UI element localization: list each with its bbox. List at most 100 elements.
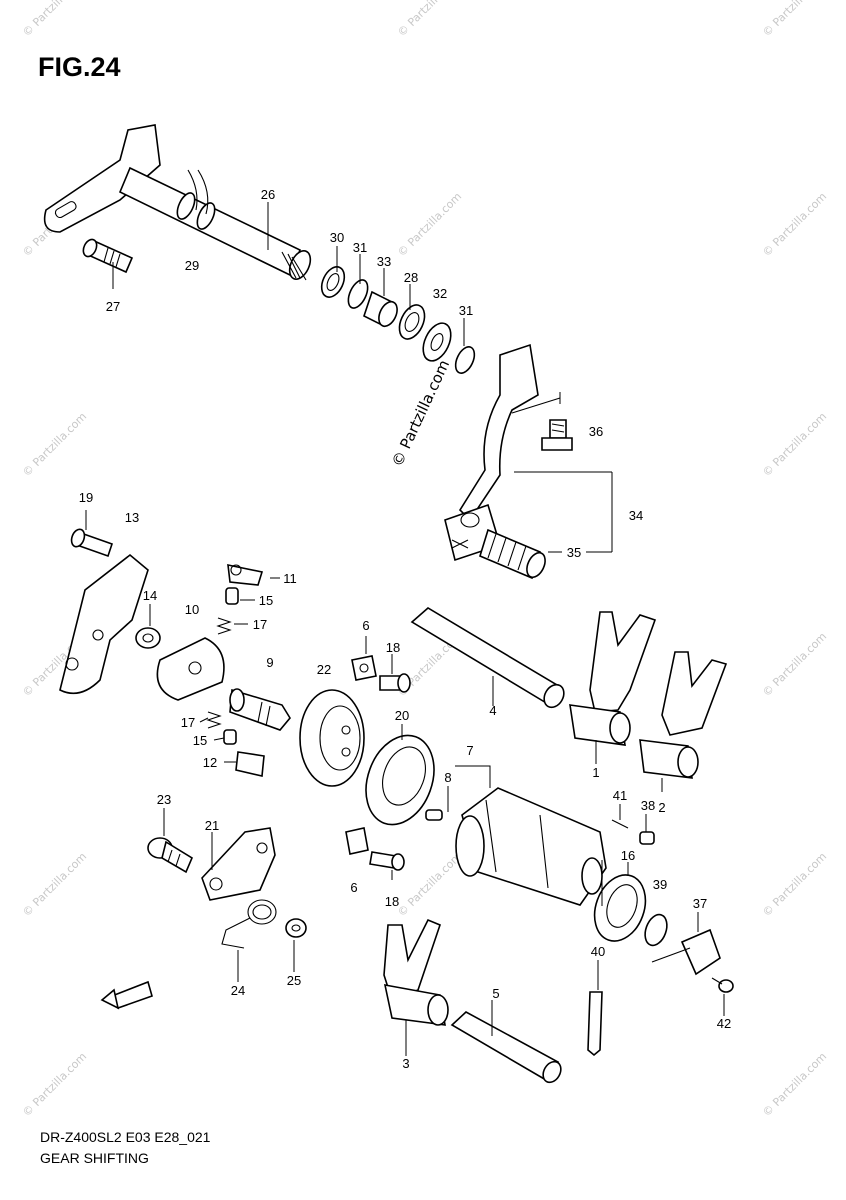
callout-32: 32 — [433, 286, 447, 301]
bracket-37 — [651, 928, 721, 976]
callout-31-upper-a: 31 — [353, 240, 367, 255]
callout-7: 7 — [466, 743, 473, 758]
cam-guide-22 — [229, 688, 291, 731]
callout-41: 41 — [613, 788, 627, 803]
washer-6a — [351, 655, 377, 681]
bolt-42 — [711, 977, 734, 993]
circlip-39 — [644, 913, 668, 947]
bolt-19 — [70, 528, 114, 558]
callout-35: 35 — [567, 545, 581, 560]
callout-9: 9 — [266, 655, 273, 670]
callout-6-upper: 6 — [362, 618, 369, 633]
callout-40: 40 — [591, 944, 605, 959]
callout-17-upper: 17 — [253, 617, 267, 632]
pin-15b — [223, 729, 237, 745]
figure-title: FIG.24 — [38, 52, 121, 82]
callout-14: 14 — [143, 588, 157, 603]
callout-1: 1 — [592, 765, 599, 780]
pin-8 — [425, 809, 443, 821]
shift-fork-shaft-4 — [410, 607, 565, 709]
callout-4: 4 — [489, 703, 496, 718]
callout-13: 13 — [125, 510, 139, 525]
gear-shift-lever — [444, 343, 539, 562]
shaft-return-spring-clip — [187, 169, 209, 215]
callout-33: 33 — [377, 254, 391, 269]
washer-32 — [422, 322, 452, 362]
callout-38: 38 — [641, 798, 655, 813]
callout-17-lower: 17 — [181, 715, 195, 730]
callout-37: 37 — [693, 896, 707, 911]
callout-10: 10 — [185, 602, 199, 617]
leader-lines — [85, 202, 725, 1056]
callout-5: 5 — [492, 986, 499, 1001]
pin-15a — [225, 587, 239, 605]
shift-fork-2 — [639, 651, 728, 779]
callout-15-upper: 15 — [259, 593, 273, 608]
shift-shaft — [118, 166, 312, 281]
callout-39: 39 — [653, 877, 667, 892]
callout-34: 34 — [629, 508, 643, 523]
figure-footer: DR-Z400SL2 E03 E28_021 GEAR SHIFTING — [40, 1127, 210, 1169]
pawl-lifter-9 — [156, 637, 225, 701]
return-spring-24 — [221, 899, 277, 949]
callout-36: 36 — [589, 424, 603, 439]
callout-2: 2 — [658, 800, 665, 815]
callout-24: 24 — [231, 983, 245, 998]
callout-31-upper-b: 31 — [459, 303, 473, 318]
circlip-31a — [347, 279, 369, 309]
callout-labels: 26 29 27 30 31 33 28 32 31 36 34 35 19 1… — [79, 187, 731, 1071]
bolt-23 — [147, 837, 194, 874]
callout-28: 28 — [404, 270, 418, 285]
bearing-33 — [363, 290, 398, 328]
callout-20: 20 — [395, 708, 409, 723]
spring-17b — [206, 711, 222, 729]
washer-30 — [320, 266, 346, 298]
cam-stopper-plate-13 — [59, 553, 149, 695]
shift-pedal-rubber-35 — [479, 528, 546, 580]
pin-38 — [639, 831, 655, 845]
callout-29: 29 — [185, 258, 199, 273]
pawl-11 — [227, 563, 264, 586]
shift-shaft-arm — [43, 124, 161, 233]
callout-18-lower: 18 — [385, 894, 399, 909]
callout-19: 19 — [79, 490, 93, 505]
callout-23: 23 — [157, 792, 171, 807]
callout-15-lower: 15 — [193, 733, 207, 748]
shift-fork-shaft-5 — [450, 1011, 562, 1084]
callout-8: 8 — [444, 770, 451, 785]
circlip-31b — [454, 346, 476, 374]
bolt-27 — [82, 238, 134, 274]
callout-12: 12 — [203, 755, 217, 770]
callout-30: 30 — [330, 230, 344, 245]
bearing-20 — [365, 734, 435, 826]
pawl-12 — [235, 751, 265, 777]
callout-22: 22 — [317, 662, 331, 677]
screw-18a — [379, 673, 411, 693]
screw-41 — [611, 819, 629, 829]
callout-21: 21 — [205, 818, 219, 833]
cam-driven-gear — [299, 689, 365, 787]
washer-6b — [345, 827, 369, 855]
figure-caption: GEAR SHIFTING — [40, 1150, 149, 1166]
bolt-36 — [541, 419, 573, 451]
oil-seal-28 — [398, 304, 426, 340]
shift-fork-3 — [383, 918, 449, 1026]
callout-25: 25 — [287, 973, 301, 988]
washer-14 — [135, 627, 161, 649]
callout-42: 42 — [717, 1016, 731, 1031]
bearing-16 — [593, 874, 647, 942]
gearshift-arm-21 — [201, 827, 276, 901]
spring-17a — [216, 617, 232, 635]
callout-26: 26 — [261, 187, 275, 202]
washer-25 — [285, 918, 307, 938]
shift-fork-1 — [569, 611, 657, 746]
pointer-36-bracket — [511, 392, 561, 414]
callout-6-lower: 6 — [350, 880, 357, 895]
front-direction-arrow — [100, 980, 153, 1010]
callout-27: 27 — [106, 299, 120, 314]
pin-40 — [587, 991, 603, 1057]
callout-18-upper: 18 — [386, 640, 400, 655]
model-code: DR-Z400SL2 E03 E28_021 — [40, 1129, 211, 1145]
screw-18b — [369, 851, 405, 871]
